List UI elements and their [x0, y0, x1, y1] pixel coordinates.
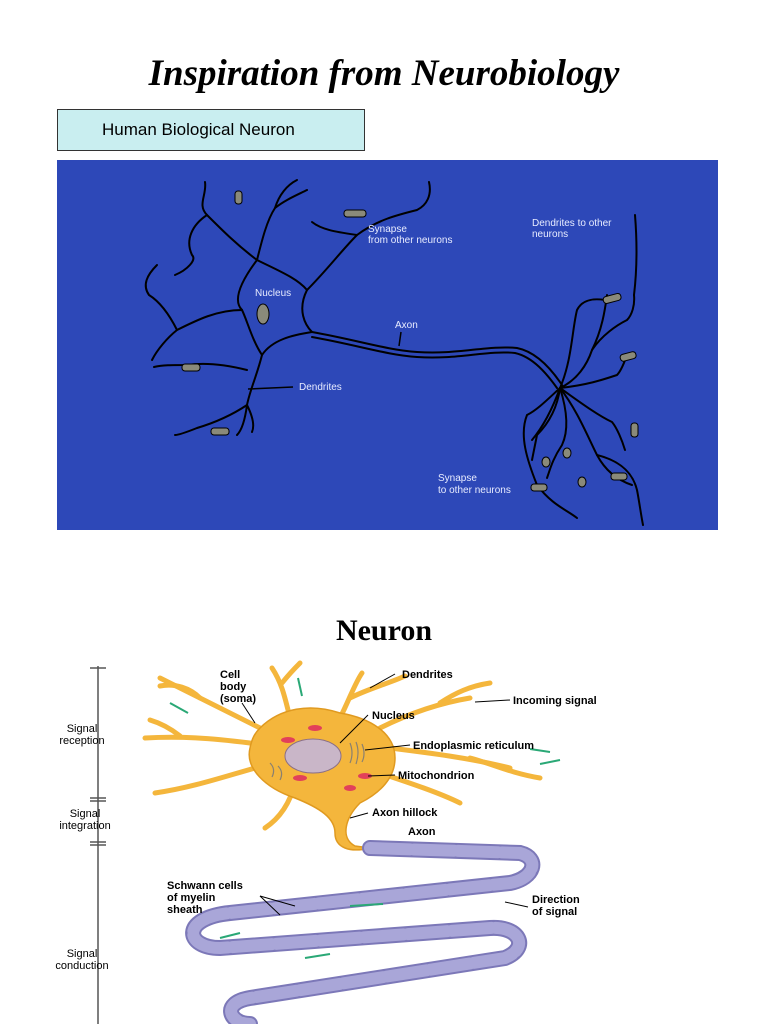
er-label: Endoplasmic reticulum	[413, 740, 534, 752]
stage-reception-line2: reception	[59, 735, 104, 747]
cell-body-label-line3: (soma)	[220, 693, 256, 705]
cell-body-label-line1: Cell	[220, 669, 240, 681]
axon-label: Axon	[408, 826, 436, 838]
nucleus-label: Nucleus	[255, 288, 291, 299]
stage-reception-line1: Signal	[67, 723, 98, 735]
axon-line	[311, 331, 563, 386]
dendrites-label: Dendrites	[299, 382, 342, 393]
direction-label-line2: of signal	[532, 906, 577, 918]
dendrites-to-label-line1: Dendrites to other	[532, 218, 612, 229]
section-label: Human Biological Neuron	[102, 120, 295, 139]
cell-body-label-line2: body	[220, 681, 247, 693]
section-label-box: Human Biological Neuron	[57, 109, 365, 151]
schwann-label-line2: of myelin	[167, 892, 216, 904]
nucleus	[284, 738, 342, 774]
dendrites-to-label-line2: neurons	[532, 229, 568, 240]
stage-conduction-line1: Signal	[67, 948, 98, 960]
direction-label-line1: Direction	[532, 894, 580, 906]
page-title: Inspiration from Neurobiology	[148, 53, 620, 94]
schwann-label-line3: sheath	[167, 904, 203, 916]
cell-body	[248, 707, 396, 851]
stage-integration-line2: integration	[59, 820, 110, 832]
soma-outline	[237, 258, 315, 357]
stage-conduction-line2: conduction	[55, 960, 108, 972]
synapse-terminal	[234, 190, 243, 205]
mitochondrion-label: Mitochondrion	[398, 770, 475, 782]
biological-neuron-diagram: Synapse from other neurons Dendrites to …	[57, 160, 718, 530]
axon-hillock-label: Axon hillock	[372, 807, 438, 819]
nucleus-label: Nucleus	[372, 710, 415, 722]
schwann-label-line1: Schwann cells	[167, 880, 243, 892]
incoming-signal-label: Incoming signal	[513, 695, 597, 707]
stage-integration-line1: Signal	[70, 808, 101, 820]
synapse-from-label-line2: from other neurons	[368, 235, 453, 246]
neuron-anatomy-diagram: Signal reception Signal integration Sign…	[55, 660, 597, 1024]
axon-label: Axon	[395, 320, 418, 331]
dendrites-label: Dendrites	[402, 669, 453, 681]
synapse-from-label-line1: Synapse	[368, 224, 407, 235]
synapse-to-label-line1: Synapse	[438, 473, 477, 484]
synapse-to-label-line2: to other neurons	[438, 485, 511, 496]
section-title: Neuron	[335, 614, 433, 647]
diagram-background	[57, 160, 718, 530]
